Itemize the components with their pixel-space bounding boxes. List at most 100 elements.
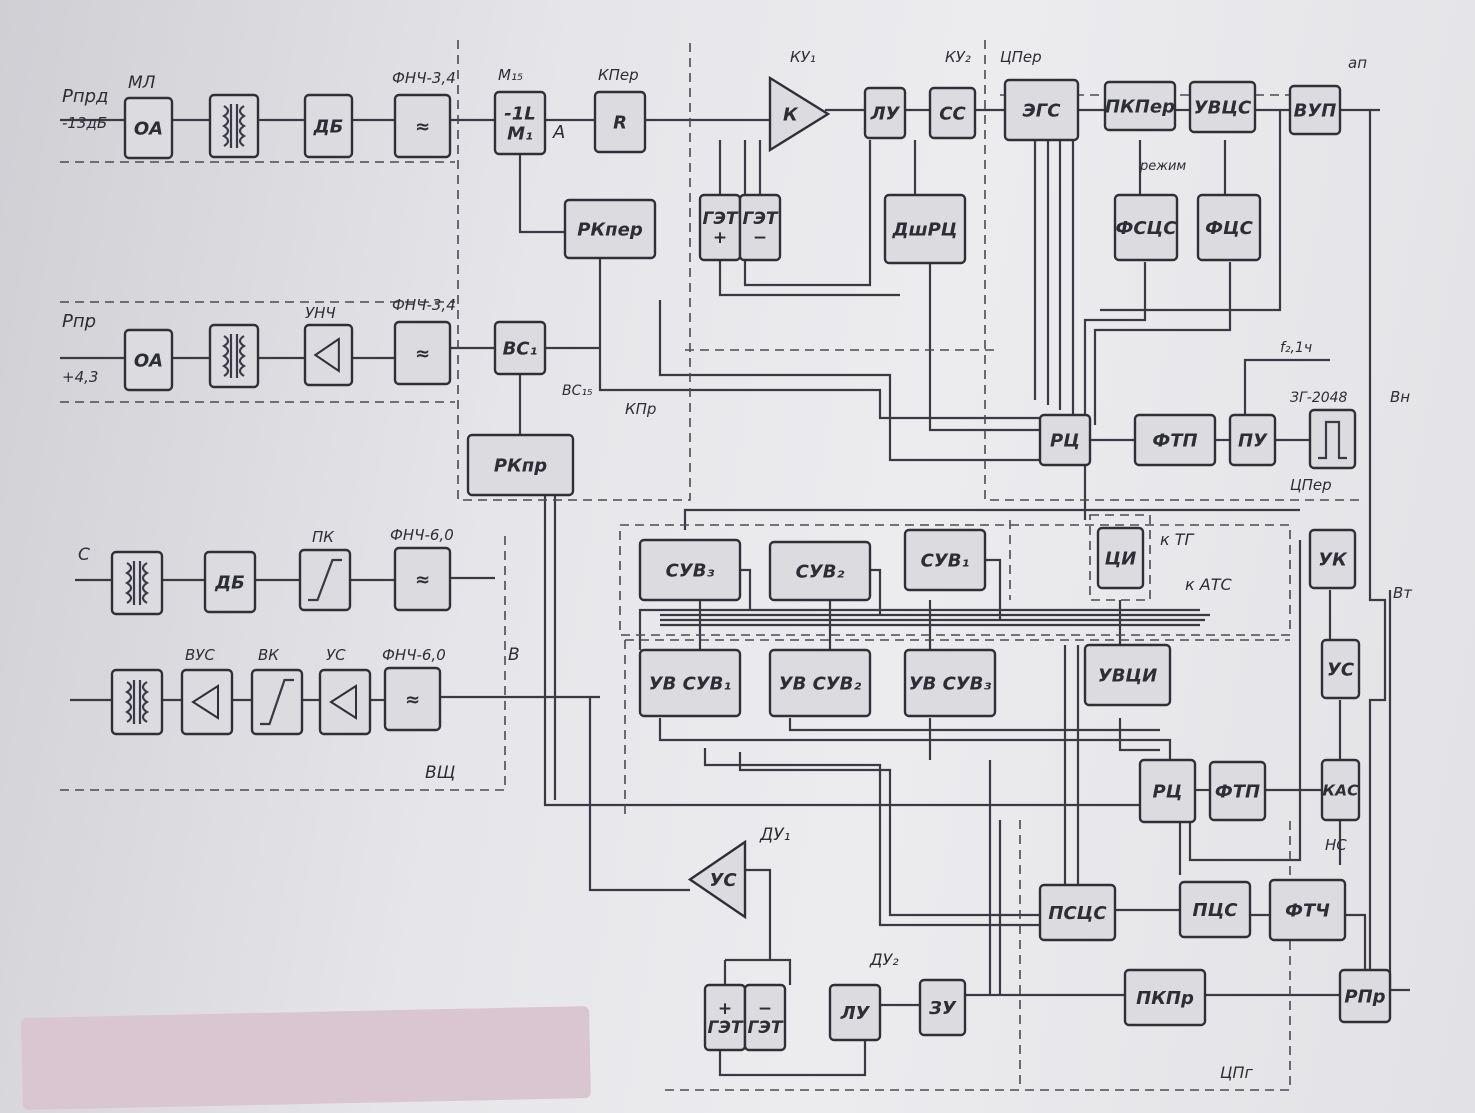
block-label: РЦ: [1050, 430, 1080, 451]
signal-label-rpr_in: Рпр: [62, 311, 96, 332]
signal-label-rprd_lvl: -13дБ: [62, 114, 107, 132]
block-tr3: [110, 550, 164, 616]
signal-label-ml: МЛ: [128, 73, 156, 93]
block-label: ДБ: [313, 116, 344, 137]
block-label: ≈: [415, 343, 430, 364]
glyph-tr3-icon: [124, 561, 150, 605]
block-label: ЗУ: [928, 998, 957, 1019]
block-label: ГЭТ: [742, 209, 778, 229]
block-label: ≈: [415, 116, 430, 137]
signal-label-kper: КПер: [598, 66, 639, 84]
block-zg: [1308, 408, 1357, 470]
signal-label-kpr: КПр: [625, 400, 656, 418]
block-ci: ЦИ: [1096, 526, 1145, 590]
block-label: РПр: [1344, 986, 1385, 1007]
block-us2: УС: [1320, 638, 1361, 700]
signal-label-fnch34b: ФНЧ-3,4: [392, 296, 456, 314]
block-ss: СС: [928, 86, 977, 140]
block-label: УВЦС: [1194, 97, 1252, 118]
signal-label-ktg: к ТГ: [1160, 530, 1195, 549]
block-label: ВС₁: [503, 338, 538, 359]
block-pscs: ПСЦС: [1038, 883, 1117, 942]
block-vus: [180, 668, 234, 736]
block-label: ДБ: [214, 572, 245, 593]
block-fnch2: ≈: [393, 320, 452, 386]
block-label: +: [713, 228, 727, 248]
signal-label-pk_t: ПК: [312, 528, 335, 546]
glyph-zg-icon: [1318, 420, 1347, 460]
block-label: УВ СУВ₃: [909, 673, 992, 694]
block-dshrc: ДшРЦ: [883, 193, 967, 265]
block-get_p1: ГЭТ+: [698, 193, 742, 262]
block-uvsuv3: УВ СУВ₃: [903, 648, 997, 718]
block-pcs: ПЦС: [1178, 880, 1252, 939]
block-ftp1: ФТП: [1133, 413, 1217, 467]
block-label: СС: [939, 103, 966, 124]
block-label: ОА: [134, 118, 163, 139]
signal-label-unch_t: УНЧ: [305, 304, 336, 322]
block-ftp2: ФТП: [1208, 760, 1267, 822]
block-label: РКпр: [494, 455, 547, 476]
block-fcs: ФЦС: [1196, 193, 1262, 262]
signal-label-m15: М₁₅: [498, 66, 523, 84]
signal-label-kats: к АТС: [1185, 575, 1232, 594]
block-label: ФСЦС: [1116, 218, 1178, 239]
block-label: УК: [1318, 549, 1348, 570]
block-label: ФТЧ: [1285, 900, 1330, 921]
block-label: ПСЦС: [1048, 903, 1107, 924]
block-label: РКпер: [577, 219, 643, 240]
signal-label-fnch60b: ФНЧ-6,0: [382, 646, 446, 664]
signal-label-rpr_lvl: +4,3: [62, 368, 98, 386]
block-label: ПКПер: [1105, 96, 1175, 117]
block-label: ФЦС: [1205, 218, 1254, 239]
signal-label-du2: ДУ₂: [869, 950, 899, 969]
block-uvci: УВЦИ: [1083, 643, 1172, 707]
signal-label-mode: режим: [1139, 159, 1186, 174]
block-label: R: [613, 112, 627, 133]
signal-label-a: А: [552, 122, 565, 143]
block-label: ФТП: [1215, 781, 1260, 802]
block-suv3: СУВ₃: [638, 538, 742, 602]
block-label: РЦ: [1153, 781, 1183, 802]
block-label: ОА: [134, 350, 163, 371]
block-label: ЛУ: [870, 103, 901, 124]
signal-label-vs15: ВС₁₅: [562, 383, 593, 399]
signal-label-apr: ап: [1348, 54, 1367, 72]
block-k: К: [768, 75, 831, 153]
glyph-us1-icon: [329, 684, 357, 720]
block-label: -1L: [504, 103, 535, 124]
block-label: ≈: [405, 689, 420, 710]
block-label: УВ СУВ₂: [779, 673, 862, 694]
block-tr1: [208, 93, 260, 159]
block-pu: ПУ: [1228, 413, 1277, 467]
glyph-tr4-icon: [124, 680, 150, 724]
signal-label-c: С: [78, 545, 90, 565]
block-rpr: РПр: [1338, 968, 1392, 1024]
signal-label-vyus: ВУС: [185, 646, 215, 664]
block-get_m1: ГЭТ−: [738, 193, 782, 262]
block-rc1: РЦ: [1038, 413, 1092, 467]
block-fnch1: ≈: [393, 93, 452, 159]
block-pkper: ПКПер: [1103, 80, 1177, 132]
block-zu: ЗУ: [918, 978, 967, 1037]
block-kper_sw: R: [593, 90, 647, 154]
block-label: СУВ₁: [921, 550, 970, 571]
block-label: УС: [1327, 659, 1355, 680]
signal-label-vsh: ВЩ: [425, 763, 455, 783]
block-label: ГЭТ: [747, 1018, 783, 1038]
block-suv2: СУВ₂: [768, 540, 872, 602]
signal-label-cper_mid: ЦПер: [1290, 476, 1332, 494]
signal-label-rprd: Рпрд: [62, 86, 109, 107]
block-label: ГЭТ: [702, 209, 738, 229]
signal-label-zg2048: ЗГ-2048: [1290, 390, 1348, 406]
block-label: ПУ: [1238, 430, 1268, 451]
block-pkpr: ПКПр: [1123, 968, 1207, 1027]
glyph-vus-icon: [191, 684, 219, 720]
block-lu1: ЛУ: [863, 86, 907, 140]
signal-label-ku2: КУ₂: [945, 48, 971, 66]
signal-label-vk_t: ВК: [258, 646, 280, 664]
signal-label-f2: f₂,1ч: [1280, 340, 1312, 356]
